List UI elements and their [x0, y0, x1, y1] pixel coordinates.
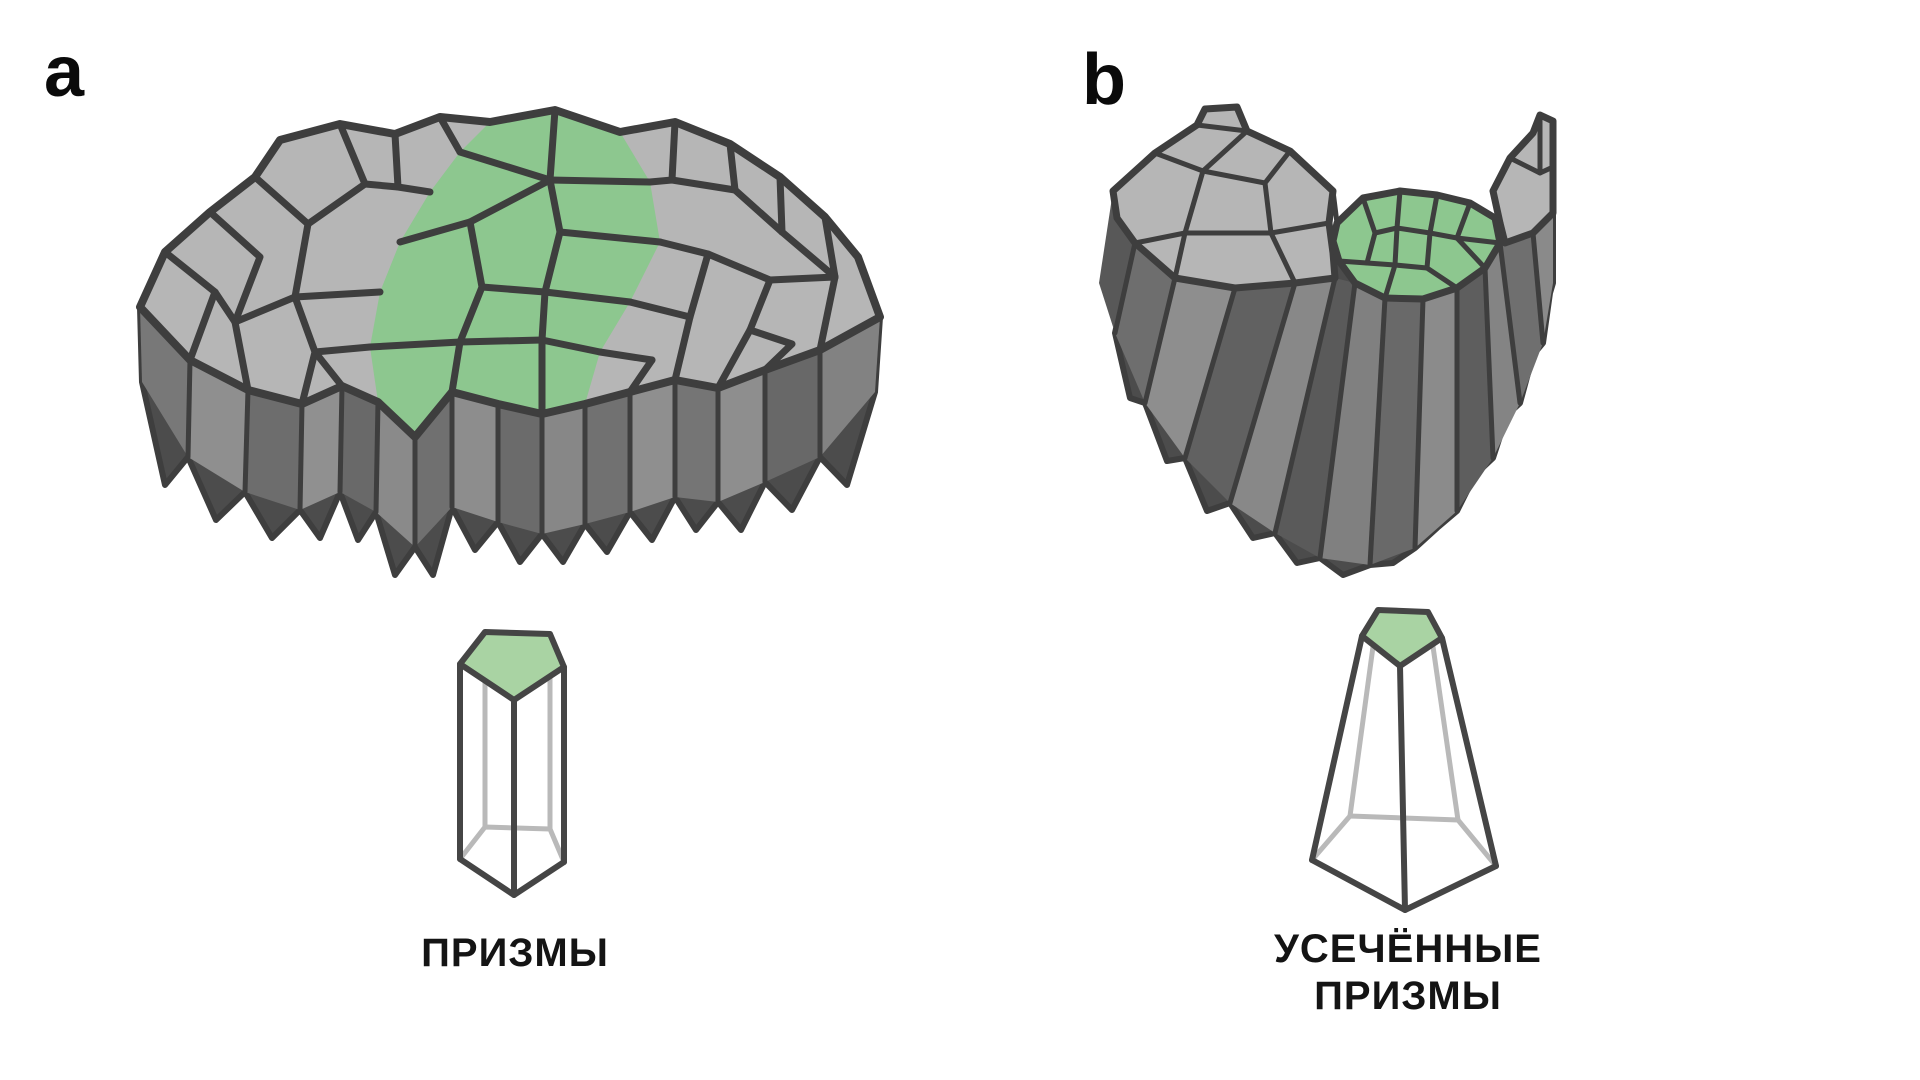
- pyramid-top-face: [1359, 607, 1445, 669]
- green-cluster-outline: [1329, 187, 1504, 303]
- left-wing-surface: [1113, 107, 1335, 288]
- pyramid-front-edges: [1309, 633, 1499, 913]
- tissue-outline: [136, 106, 884, 441]
- truncated-pyramid-icon: [1309, 607, 1499, 913]
- panel-a-label: a: [44, 32, 85, 112]
- prism-side-faces: [140, 307, 880, 547]
- panel-a-caption: ПРИЗМЫ: [421, 931, 609, 975]
- prism-icon: [457, 629, 567, 898]
- prism-front-edges: [457, 661, 567, 898]
- cell-walls: [161, 106, 839, 418]
- prism-vertical-edges: [185, 347, 823, 550]
- panel-b-illustration: [1099, 103, 1557, 578]
- green-cell-patch: [370, 110, 660, 437]
- caption-line-2: ПРИЗМЫ: [1314, 974, 1502, 1018]
- left-wing-outline: [1109, 103, 1339, 292]
- right-wing-outline: [1489, 111, 1557, 247]
- caption-line-1: УСЕЧЁННЫЕ: [1274, 927, 1542, 971]
- prism-top-face: [457, 629, 567, 703]
- panel-b-caption: УСЕЧЁННЫЕ ПРИЗМЫ: [1233, 926, 1583, 1020]
- panel-b-label: b: [1082, 40, 1126, 120]
- panel-a-illustration: [136, 106, 884, 578]
- truncated-prism-edges: [1112, 230, 1546, 568]
- green-cell-cluster: [1333, 191, 1500, 299]
